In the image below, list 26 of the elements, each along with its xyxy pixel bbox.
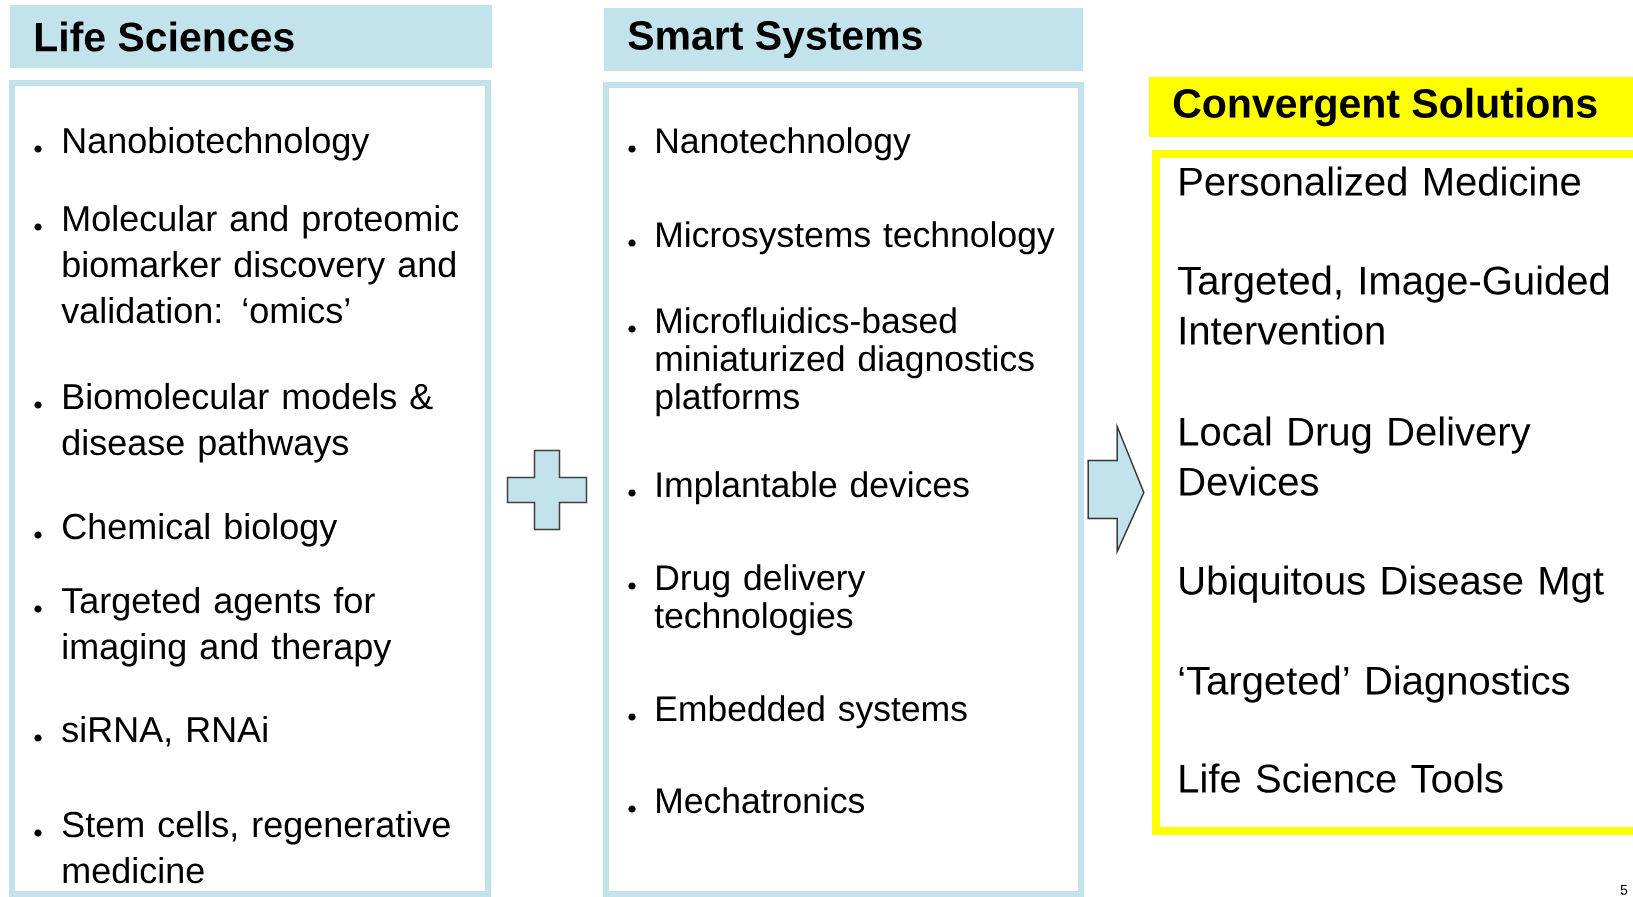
bullet-item: Implantable devices	[628, 471, 969, 505]
bullet-item: siRNA, RNAi	[34, 715, 267, 747]
header-band: Convergent Solutions	[1149, 77, 1633, 137]
list-item: ‘Targeted’ Diagnostics	[1179, 665, 1570, 703]
list-item: Personalized Medicine	[1180, 166, 1580, 196]
list-item: Ubiquitous Disease Mgt	[1180, 565, 1604, 603]
bullet-item: Molecular and proteomic biomarker discovery and validation: ‘omics’	[34, 204, 459, 324]
header-band: Smart Systems	[604, 8, 1083, 71]
bullet-item: Embedded systems	[628, 695, 967, 729]
bullet-item: Nanobiotechnology	[34, 126, 370, 161]
bullet-item: Nanotechnology	[628, 127, 911, 161]
list-item: Targeted, Image-Guided Intervention	[1178, 265, 1609, 345]
list-item: Life Science Tools	[1180, 763, 1503, 793]
bullet-item: Biomolecular models & disease pathways	[34, 382, 433, 463]
bullet-item: Mechatronics	[628, 787, 864, 814]
plus-sign	[506, 449, 588, 531]
bullet-item: Stem cells, regenerative medicine	[34, 810, 450, 884]
block-arrow	[1087, 422, 1145, 555]
bullet-item: Microsystems technology	[628, 221, 1055, 255]
list-item: Local Drug Delivery Devices	[1180, 416, 1531, 496]
bullet-item: Drug delivery technologies	[628, 564, 866, 636]
page-number: 5	[1620, 885, 1628, 895]
header-band: Life Sciences	[10, 5, 492, 68]
bullet-item: Chemical biology	[34, 512, 338, 547]
bullet-item: Targeted agents for imaging and therapy	[34, 586, 392, 667]
bullet-item: Microfluidics-based miniaturized diagnostics platforms	[628, 307, 1034, 417]
